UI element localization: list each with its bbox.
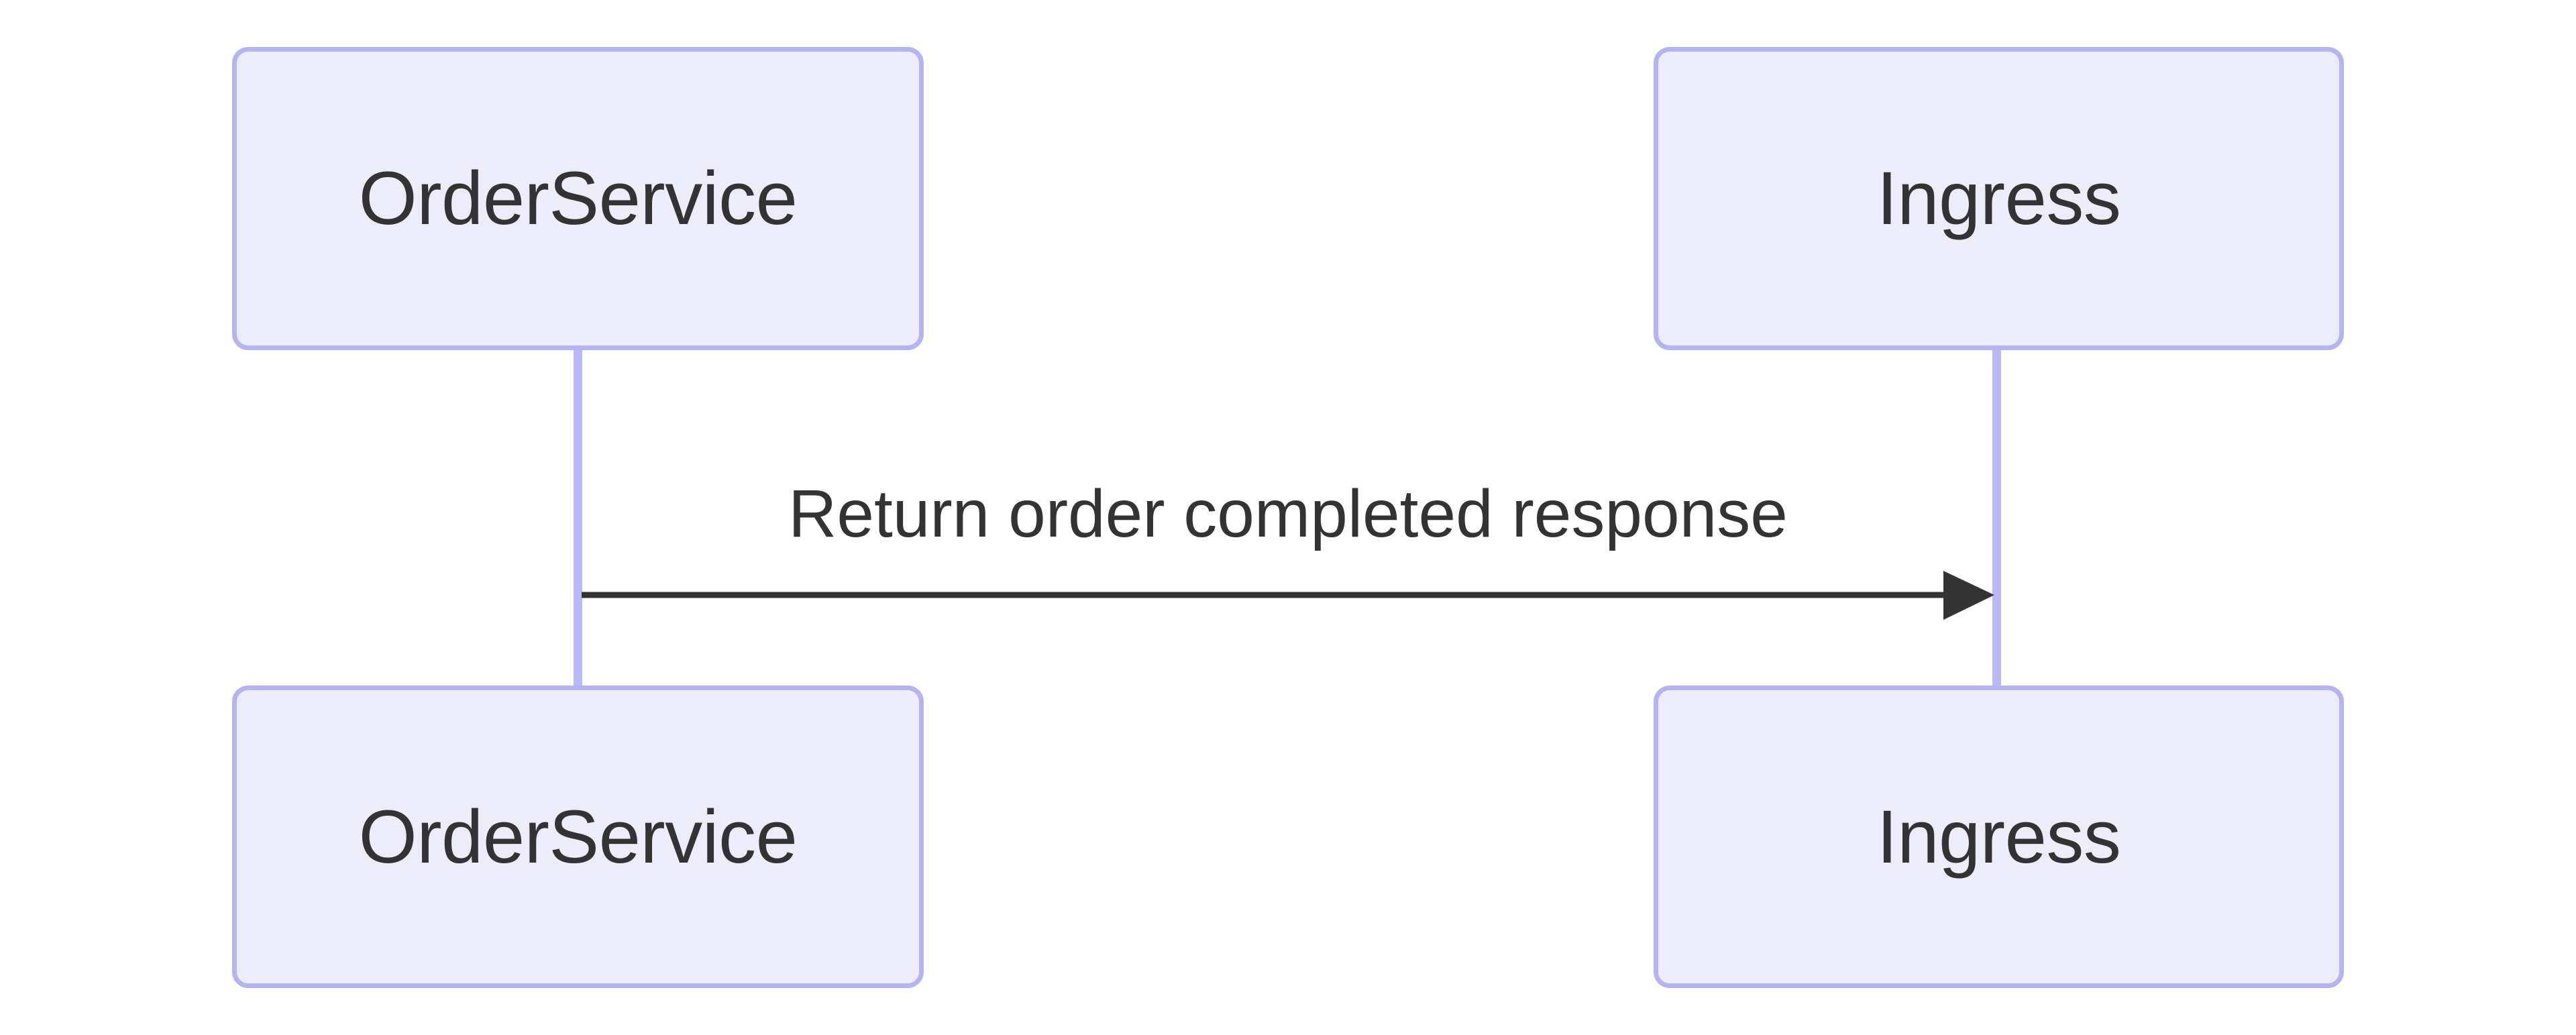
participant-label-orderservice-bottom: OrderService — [358, 794, 798, 879]
participant-label-orderservice-top: OrderService — [358, 156, 798, 240]
participant-box-ingress-bottom[interactable]: Ingress — [1654, 686, 2344, 988]
message-arrow-1 — [582, 571, 1994, 620]
participant-label-ingress-bottom: Ingress — [1876, 794, 2121, 879]
message-label-1: Return order completed response — [788, 476, 1788, 551]
message-arrow-head — [1943, 571, 1994, 620]
participant-box-orderservice-top[interactable]: OrderService — [232, 47, 924, 350]
lifeline-ingress — [1992, 346, 2001, 690]
participant-box-ingress-top[interactable]: Ingress — [1654, 47, 2344, 350]
participant-box-orderservice-bottom[interactable]: OrderService — [232, 686, 924, 988]
lifeline-orderservice — [574, 346, 582, 690]
participant-label-ingress-top: Ingress — [1876, 156, 2121, 240]
